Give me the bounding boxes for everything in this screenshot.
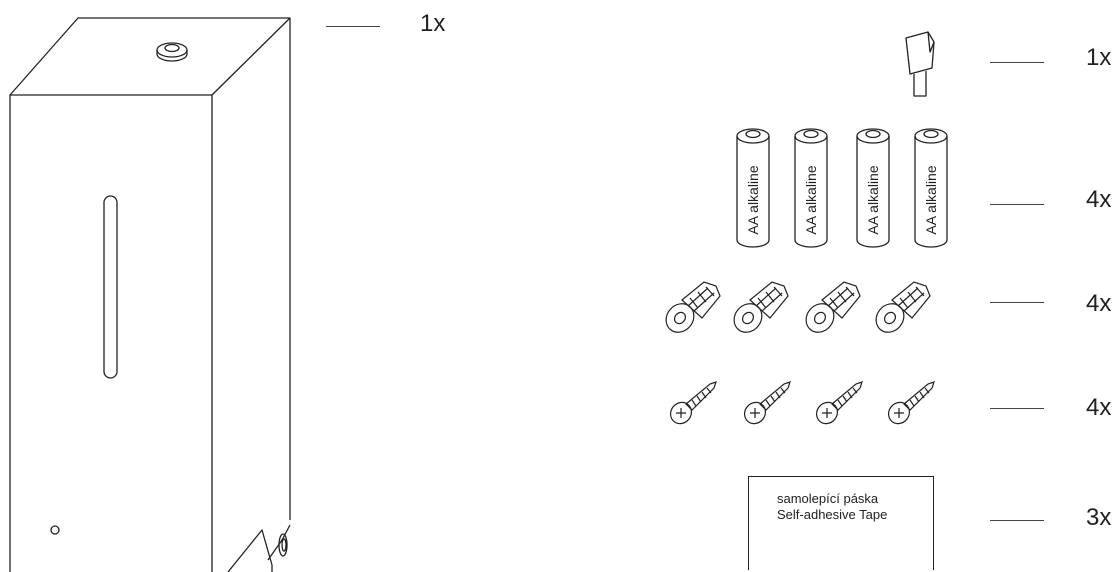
wall-plugs-quantity: 4x [1086, 290, 1112, 317]
screw-icon [743, 381, 791, 425]
screw-icon [887, 381, 935, 425]
wall-plug-icon [665, 281, 721, 333]
key-icon [905, 31, 935, 97]
tape-label-cs: samolepící páska [777, 491, 879, 506]
battery-icon [794, 128, 828, 248]
battery-icon [736, 128, 770, 248]
screws-quantity: 4x [1086, 394, 1112, 421]
screw-icon [815, 381, 863, 425]
battery-icon [856, 128, 890, 248]
wall-plugs-leader-line [990, 302, 1044, 303]
tape-quantity: 3x [1086, 504, 1112, 531]
key-quantity: 1x [1086, 44, 1112, 71]
wall-plug-icon [875, 281, 931, 333]
battery-label: AA alkaline [803, 165, 819, 235]
screw-icon [669, 381, 717, 425]
soap-dispenser-icon [9, 17, 291, 572]
batteries-leader-line [990, 204, 1044, 205]
tape-leader-line [990, 520, 1044, 521]
dispenser-leader-line [326, 26, 380, 27]
tape-label-en: Self-adhesive Tape [777, 507, 888, 522]
battery-label: AA alkaline [865, 165, 881, 235]
batteries-quantity: 4x [1086, 186, 1112, 213]
dispenser-quantity: 1x [420, 10, 446, 37]
tape-icon: samolepící páska Self-adhesive Tape [748, 476, 934, 570]
key-leader-line [990, 62, 1044, 63]
battery-icon [914, 128, 948, 248]
wall-plug-icon [805, 281, 861, 333]
screws-leader-line [990, 408, 1044, 409]
battery-label: AA alkaline [923, 165, 939, 235]
battery-label: AA alkaline [745, 165, 761, 235]
wall-plug-icon [733, 281, 789, 333]
